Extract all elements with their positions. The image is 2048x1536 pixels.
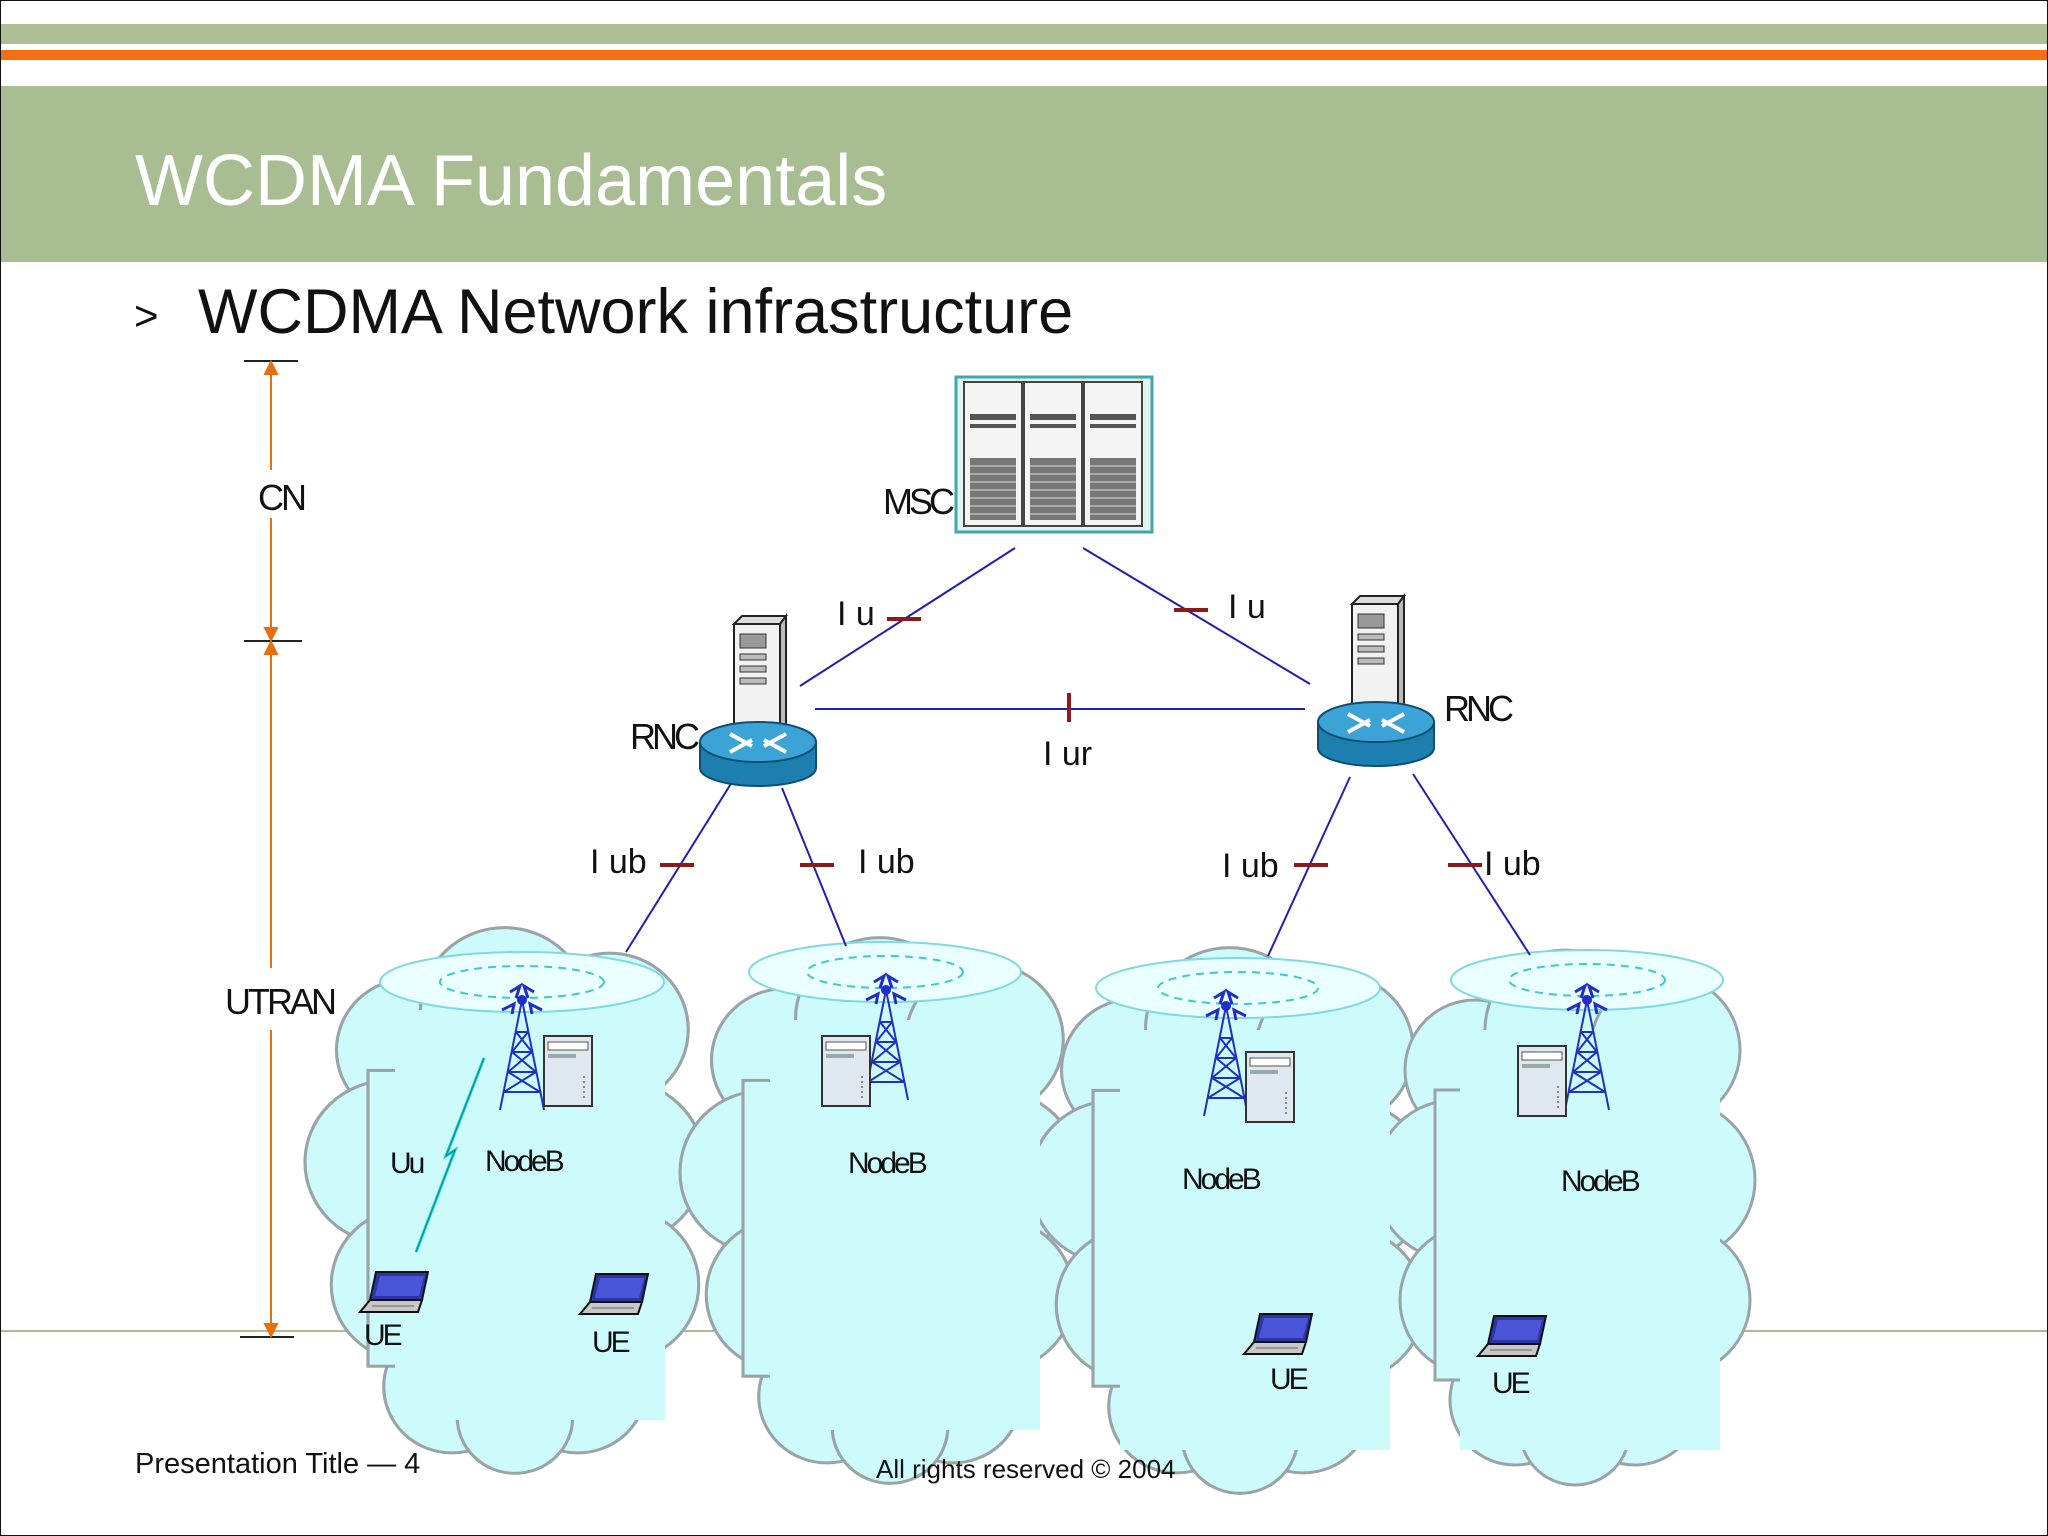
nodeb-label-3: NodeB bbox=[1182, 1163, 1261, 1196]
nodeb-cabinet-3 bbox=[1245, 1051, 1295, 1123]
nodeb-cabinet-1 bbox=[543, 1035, 593, 1107]
ue-label-1: UE bbox=[364, 1319, 402, 1352]
interface-marks bbox=[660, 608, 1482, 867]
iu-label-right: I u bbox=[1228, 588, 1266, 626]
iub-label-4: I ub bbox=[1484, 845, 1541, 883]
nodeb-label-2: NodeB bbox=[848, 1147, 927, 1180]
msc-equipment bbox=[954, 375, 1154, 534]
slide-title: WCDMA Fundamentals bbox=[135, 141, 888, 221]
msc-label: MSC bbox=[883, 481, 954, 522]
bullet-marker: > bbox=[134, 292, 159, 339]
iub-label-1: I ub bbox=[590, 843, 647, 881]
domain-arrows bbox=[263, 359, 279, 1339]
nodeb-label-4: NodeB bbox=[1561, 1165, 1640, 1198]
rnc-left bbox=[698, 614, 818, 788]
nodeb-label-1: NodeB bbox=[485, 1145, 564, 1178]
ue-label-2: UE bbox=[592, 1326, 630, 1359]
iub-label-3: I ub bbox=[1222, 847, 1279, 885]
ue-label-3: UE bbox=[1270, 1363, 1308, 1396]
footer-copyright: All rights reserved © 2004 bbox=[876, 1454, 1176, 1484]
iu-link-right bbox=[1082, 547, 1311, 685]
bullet-text: WCDMA Network infrastructure bbox=[198, 277, 1074, 347]
rnc-right bbox=[1316, 594, 1436, 768]
cn-label: CN bbox=[258, 477, 305, 518]
footer-presentation-title: Presentation Title — 4 bbox=[135, 1448, 421, 1480]
ue-label-4: UE bbox=[1492, 1367, 1530, 1400]
rnc-left-label: RNC bbox=[630, 716, 699, 757]
nodeb-cabinet-4 bbox=[1517, 1045, 1567, 1117]
iu-label-left: I u bbox=[837, 595, 875, 633]
iub-label-2: I ub bbox=[858, 843, 915, 881]
cloud-fill bbox=[395, 1010, 1720, 1450]
nodeb-cabinet-2 bbox=[821, 1035, 871, 1107]
coverage-rings bbox=[379, 941, 1724, 1019]
uu-label: Uu bbox=[390, 1147, 424, 1180]
rnc-right-label: RNC bbox=[1444, 688, 1513, 729]
utran-label: UTRAN bbox=[225, 981, 335, 1022]
iur-label: I ur bbox=[1043, 735, 1092, 773]
header-stripe-green bbox=[0, 24, 2048, 44]
title-band bbox=[0, 86, 2048, 262]
header-stripe-orange bbox=[0, 50, 2048, 60]
